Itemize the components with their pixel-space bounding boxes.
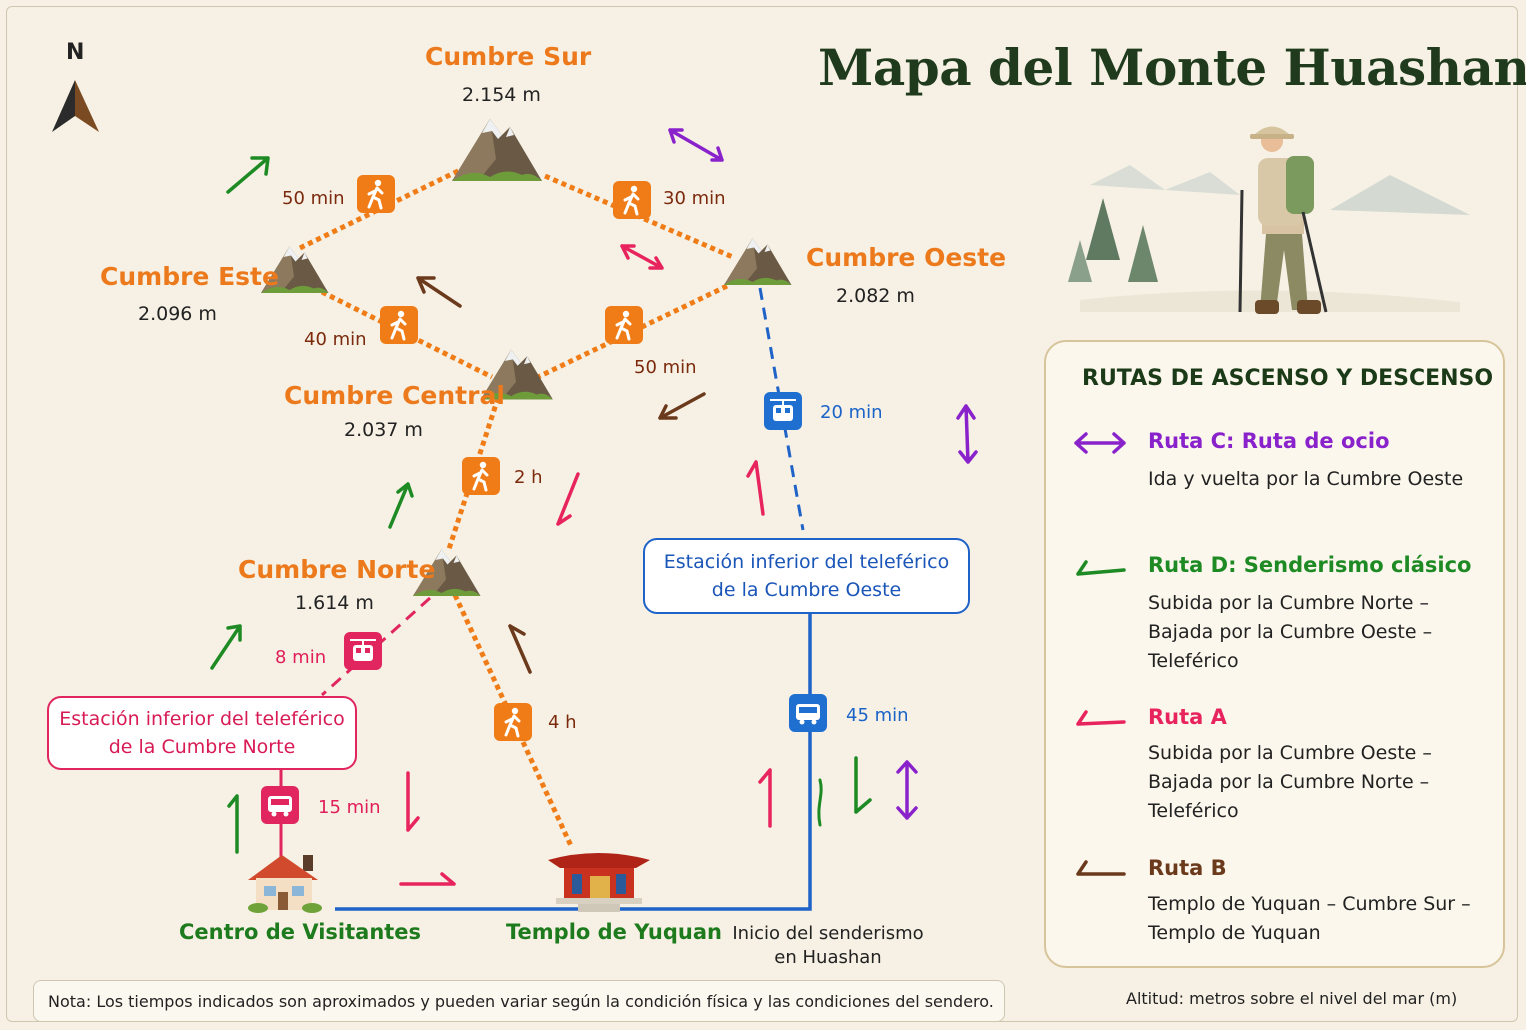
hiking-trails: [298, 167, 736, 850]
hiker-icon: [462, 457, 500, 495]
station-north-cable: Estación inferior del teleférico de la C…: [47, 696, 357, 770]
route-d-desc: Subida por la Cumbre Norte – Bajada por …: [1148, 592, 1433, 672]
route-c-desc: Ida y vuelta por la Cumbre Oeste: [1148, 468, 1464, 490]
route-b-desc: Templo de Yuquan – Cumbre Sur – Templo d…: [1148, 893, 1471, 944]
cable-car-icon: [344, 632, 382, 670]
bus-icon: [261, 786, 299, 824]
mountain-icon-oeste: [724, 238, 792, 285]
route-c-arrows: [668, 128, 978, 820]
peak-altitude-este: 2.096 m: [138, 303, 217, 325]
route-a-arrows: [399, 244, 772, 886]
time-norte-central: 2 h: [514, 467, 543, 488]
route-c-name: Ruta C: Ruta de ocio: [1148, 429, 1390, 453]
peak-altitude-sur: 2.154 m: [462, 84, 541, 106]
time-central-oeste: 50 min: [634, 357, 697, 378]
altitude-note: Altitud: metros sobre el nivel del mar (…: [1126, 989, 1458, 1008]
route-a-desc: Subida por la Cumbre Oeste – Bajada por …: [1148, 742, 1432, 822]
peak-altitude-central: 2.037 m: [344, 419, 423, 441]
peak-name-norte: Cumbre Norte: [238, 555, 436, 584]
temple-icon: [548, 853, 650, 912]
page-title: Mapa del Monte Huashan: [818, 38, 1526, 97]
route-d-icon: [1076, 560, 1126, 576]
hiker-illustration: [1068, 126, 1470, 314]
station-west-label: Estación inferior del teleférico de la C…: [663, 551, 950, 601]
route-b-name: Ruta B: [1148, 856, 1227, 880]
footer-note-text: Nota: Los tiempos indicados son aproxima…: [48, 991, 994, 1011]
hiker-icon: [605, 306, 643, 344]
route-b-arrows: [416, 276, 706, 674]
route-d-arrows: [210, 156, 872, 854]
north-cable-line: [320, 596, 432, 697]
time-este-sur: 50 min: [282, 188, 345, 209]
trail-start-label: Inicio del senderismo en Huashan: [732, 923, 924, 968]
bus-icon: [789, 694, 827, 732]
time-bus-oeste: 45 min: [846, 705, 909, 726]
legend-panel: RUTAS DE ASCENSO Y DESCENSO Ruta C: Ruta…: [1044, 340, 1505, 968]
mountain-icon-sur: [452, 119, 542, 181]
hiker-icon: [613, 181, 651, 219]
time-bus-norte: 15 min: [318, 797, 381, 818]
peak-name-oeste: Cumbre Oeste: [806, 243, 1007, 272]
footer-note: Nota: Los tiempos indicados son aproxima…: [33, 980, 1005, 1022]
time-sur-oeste: 30 min: [663, 188, 726, 209]
visitor-center-icon: [248, 855, 322, 913]
route-a-icon: [1076, 710, 1126, 726]
time-este-central: 40 min: [304, 329, 367, 350]
visitor-center-label: Centro de Visitantes: [179, 920, 422, 944]
temple-label: Templo de Yuquan: [506, 920, 722, 944]
route-d-name: Ruta D: Senderismo clásico: [1148, 553, 1472, 577]
route-b-icon: [1076, 860, 1126, 876]
time-cable-norte: 8 min: [275, 647, 327, 668]
time-cable-oeste: 20 min: [820, 402, 883, 423]
peak-name-este: Cumbre Este: [100, 262, 279, 291]
peak-altitude-norte: 1.614 m: [295, 592, 374, 614]
legend-title: RUTAS DE ASCENSO Y DESCENSO: [1082, 366, 1494, 391]
station-north-label: Estación inferior del teleférico de la C…: [59, 708, 345, 758]
time-yuquan-sur: 4 h: [548, 712, 577, 733]
route-c-icon: [1074, 432, 1126, 454]
hiker-icon: [380, 306, 418, 344]
peak-name-sur: Cumbre Sur: [425, 42, 592, 71]
hiker-icon: [357, 175, 395, 213]
peak-altitude-oeste: 2.082 m: [836, 285, 915, 307]
route-a-name: Ruta A: [1148, 705, 1227, 729]
station-west-cable: Estación inferior del teleférico de la C…: [643, 538, 970, 614]
hiker-icon: [494, 703, 532, 741]
cable-car-icon: [764, 392, 802, 430]
compass-label: N: [66, 40, 85, 65]
peak-name-central: Cumbre Central: [284, 381, 505, 410]
north-arrow-icon: [52, 80, 99, 132]
